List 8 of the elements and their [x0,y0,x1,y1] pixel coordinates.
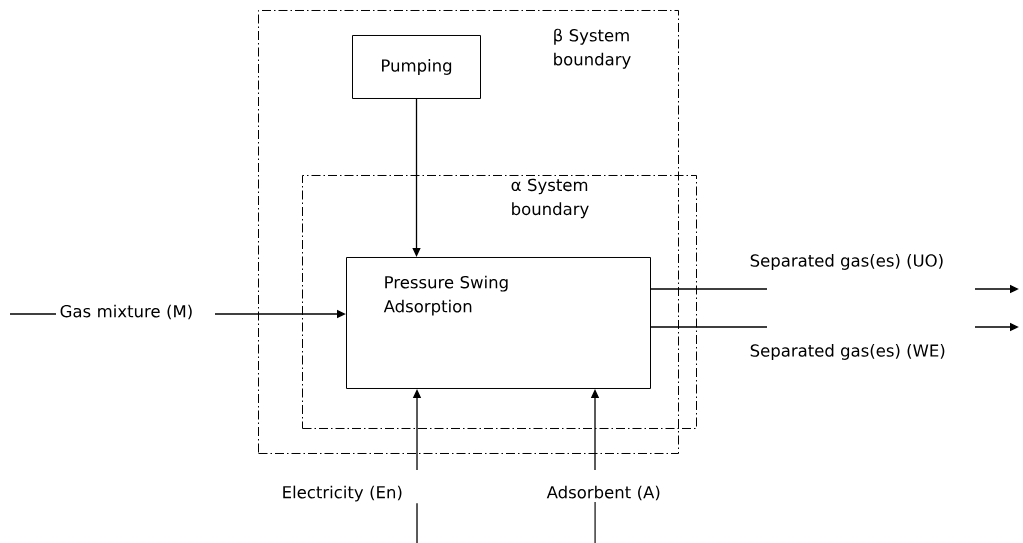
flow-label: Electricity (En) [283,485,402,502]
flow-label: Gas mixture (M) [60,304,192,320]
arrow [412,98,421,257]
edge-label: Separated gas(es) (WE) [748,343,947,361]
process-box: Pressure Swing Adsorption [346,257,651,389]
flow-label: Adsorbent (A) [546,485,660,501]
process-box: Pumping [352,35,481,99]
edge-label: Separated gas(es) (UO) [748,253,946,271]
